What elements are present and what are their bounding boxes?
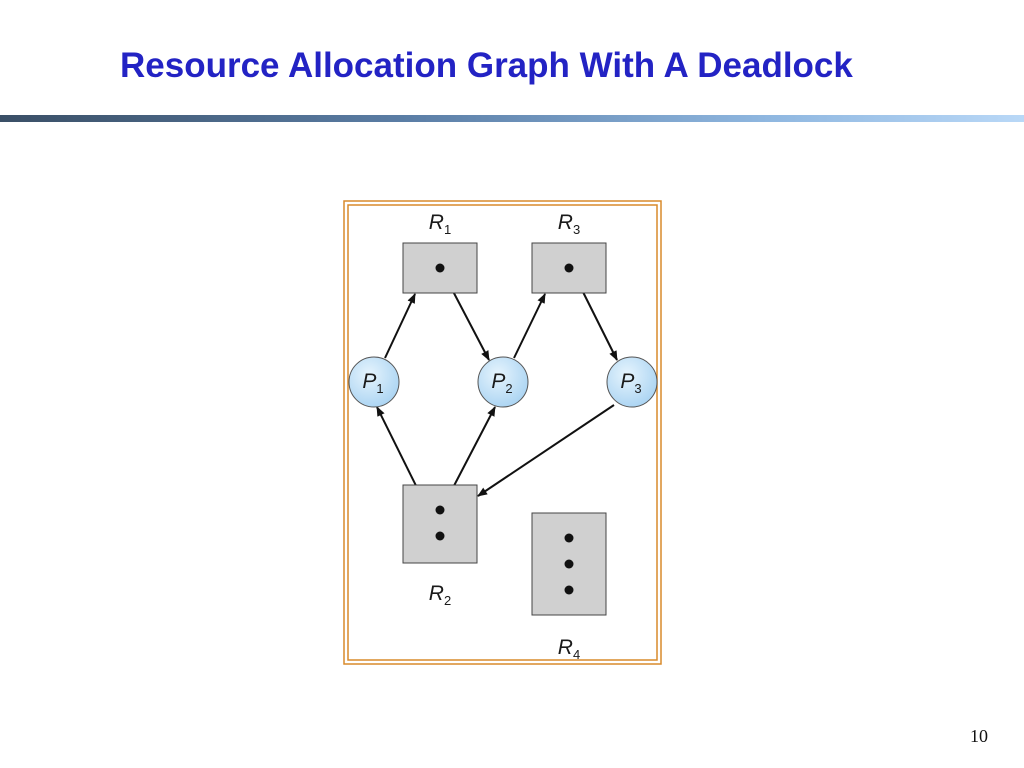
process-label-p2: P2 — [491, 370, 512, 396]
resource-label-r1: R1 — [429, 211, 451, 237]
resource-instance-dot — [564, 533, 574, 543]
resource-r4: R4 — [531, 512, 607, 662]
diagram-frame-outer — [343, 200, 662, 665]
resource-instance-dot — [564, 585, 574, 595]
resource-instance-dot — [564, 263, 574, 273]
resource-instance-dot — [435, 531, 445, 541]
process-node-p1 — [348, 356, 400, 408]
edge-p2-to-r3 — [513, 293, 546, 359]
title-divider — [0, 115, 1024, 122]
process-label-p1: P1 — [362, 370, 383, 396]
edge-p3-to-r2 — [477, 404, 615, 497]
resource-instance-dot — [564, 559, 574, 569]
resource-label-r2: R2 — [429, 582, 451, 608]
resource-label-r3: R3 — [558, 211, 580, 237]
process-p1: P1 — [348, 356, 400, 408]
resource-box-r2 — [402, 484, 478, 564]
resource-instance-dot — [435, 263, 445, 273]
process-node-p3 — [606, 356, 658, 408]
resource-r3: R3 — [531, 211, 607, 294]
page-number: 10 — [970, 726, 988, 746]
diagram-frame-inner — [347, 204, 658, 661]
process-p3: P3 — [606, 356, 658, 408]
process-p2: P2 — [477, 356, 529, 408]
processes-layer: P1 P2 P3 — [348, 356, 658, 408]
process-node-p2 — [477, 356, 529, 408]
process-label-p3: P3 — [620, 370, 641, 396]
resource-instance-dot — [435, 505, 445, 515]
resource-r2: R2 — [402, 484, 478, 608]
edge-p1-to-r1 — [384, 293, 416, 359]
resource-r1: R1 — [402, 211, 478, 294]
resource-label-r4: R4 — [558, 636, 580, 662]
slide-title: Resource Allocation Graph With A Deadloc… — [120, 46, 853, 85]
